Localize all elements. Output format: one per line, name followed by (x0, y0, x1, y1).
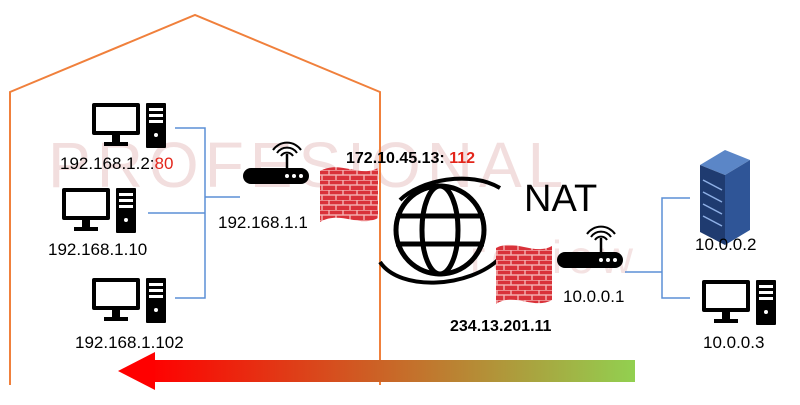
local-firewall-brick-icon (320, 167, 378, 222)
remote-pc-ip-label: 10.0.0.3 (703, 333, 765, 352)
house-outline (9, 13, 381, 385)
remote-links (625, 197, 690, 299)
pc-1-ip-label: 192.168.1.2:80 (60, 154, 174, 173)
pc-1-port-label: 80 (154, 154, 174, 173)
local-router-ip-label: 192.168.1.1 (218, 213, 308, 232)
internet-globe-icon (378, 176, 502, 285)
public-port-label: 112 (449, 150, 476, 167)
remote-pc-computer-icon (702, 280, 776, 325)
pc-2-ip-label: 192.168.1.10 (48, 240, 148, 259)
public-ip-label: 172.10.45.13: 112 (346, 150, 476, 167)
pc-2-computer-icon (62, 188, 136, 233)
remote-wifi-router-icon (555, 225, 625, 270)
return-traffic-arrow-icon (118, 352, 635, 390)
pc-3-computer-icon (92, 278, 166, 323)
pc-1-computer-icon (92, 103, 166, 148)
pc-3-ip-label: 192.168.1.102 (75, 333, 184, 352)
remote-public-ip-label: 234.13.201.11 (450, 318, 552, 335)
remote-firewall-brick-icon (496, 244, 552, 304)
remote-router-ip-label: 10.0.0.1 (563, 287, 625, 306)
local-links (148, 127, 240, 299)
server-ip-label: 10.0.0.2 (695, 235, 757, 254)
local-wifi-router-icon (241, 141, 311, 186)
nat-label: NAT (524, 178, 598, 220)
server-tower-icon (700, 150, 750, 245)
